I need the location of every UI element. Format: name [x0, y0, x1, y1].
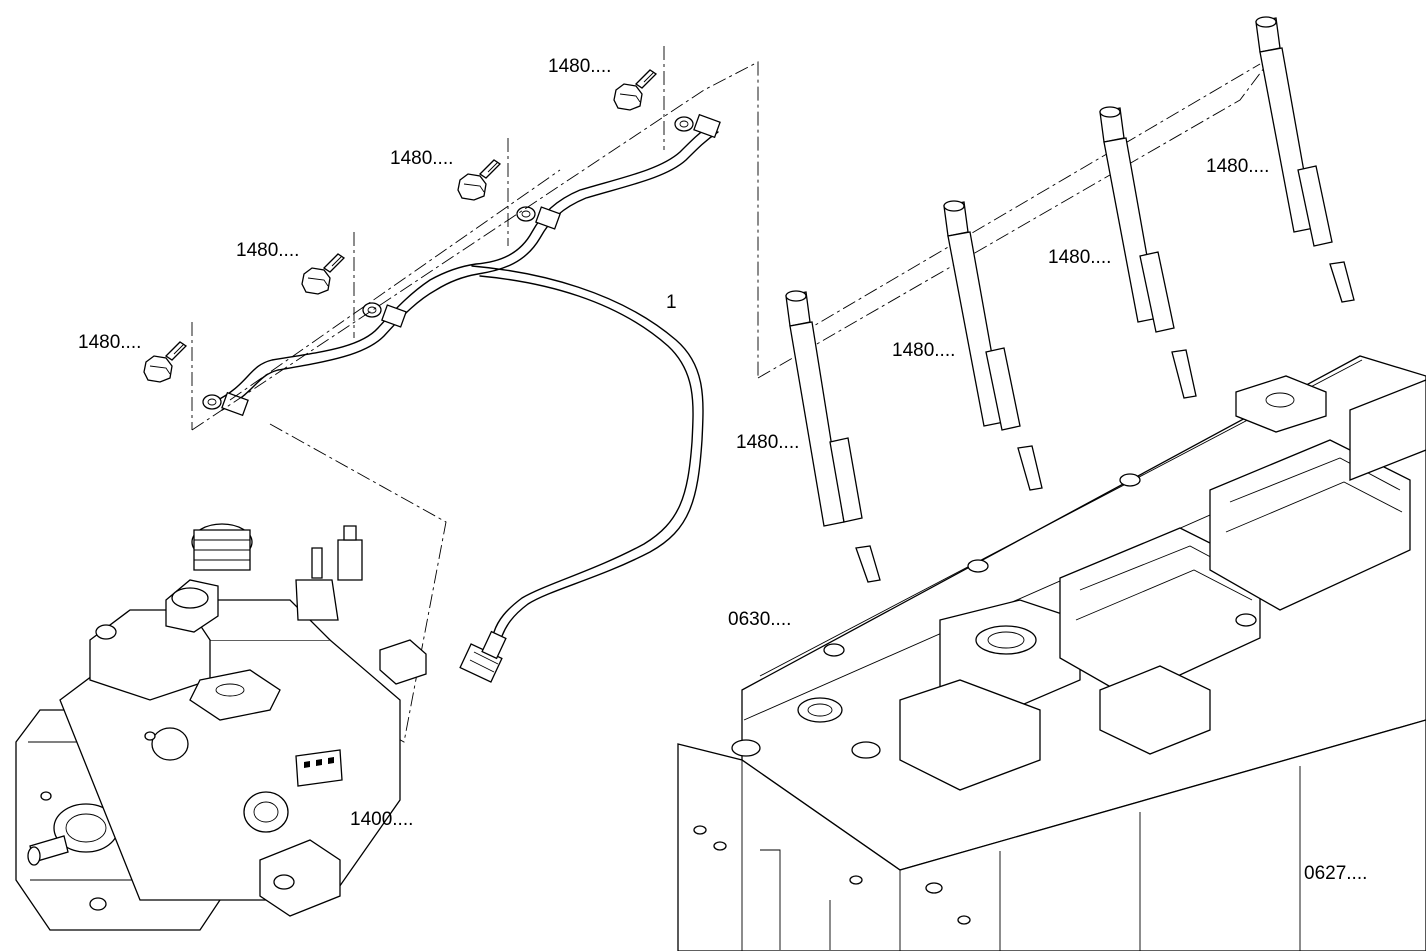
- injector-4: [1255, 16, 1355, 303]
- banjo-fitting-3: [516, 206, 561, 230]
- hollow-bolt-4: [613, 69, 658, 111]
- callout-bolt-4: 1480....: [548, 56, 611, 77]
- hollow-bolt-3: [457, 159, 502, 201]
- injector-1: [785, 290, 881, 583]
- callout-bolt-3: 1480....: [390, 148, 453, 169]
- fuel-return-pipe: [202, 113, 721, 683]
- callout-engine-block: 0627....: [1304, 863, 1367, 884]
- engine-block: [677, 719, 1426, 951]
- callout-injector-2: 1480....: [892, 340, 955, 361]
- cylinder-head: [731, 355, 1426, 871]
- callout-injection-pump: 1400....: [350, 809, 413, 830]
- callout-labels: 1480.... 1480.... 1480.... 1480.... 1 14…: [78, 56, 1367, 884]
- injector-3: [1099, 106, 1197, 399]
- callout-pipe: 1: [666, 292, 677, 313]
- pipe-end-connector: [459, 630, 507, 683]
- injector-2: [943, 200, 1043, 491]
- callout-injector-3: 1480....: [1048, 247, 1111, 268]
- callout-bolt-1: 1480....: [78, 332, 141, 353]
- hollow-bolt-1: [143, 341, 188, 383]
- hollow-bolt-2: [301, 253, 346, 295]
- callout-cylinder-head: 0630....: [728, 609, 791, 630]
- fuel-injection-pump: [15, 523, 427, 931]
- banjo-fitting-2: [362, 302, 407, 328]
- callout-injector-1: 1480....: [736, 432, 799, 453]
- banjo-fitting-1: [202, 391, 249, 417]
- callout-injector-4: 1480....: [1206, 156, 1269, 177]
- banjo-fitting-4: [674, 113, 721, 139]
- callout-bolt-2: 1480....: [236, 240, 299, 261]
